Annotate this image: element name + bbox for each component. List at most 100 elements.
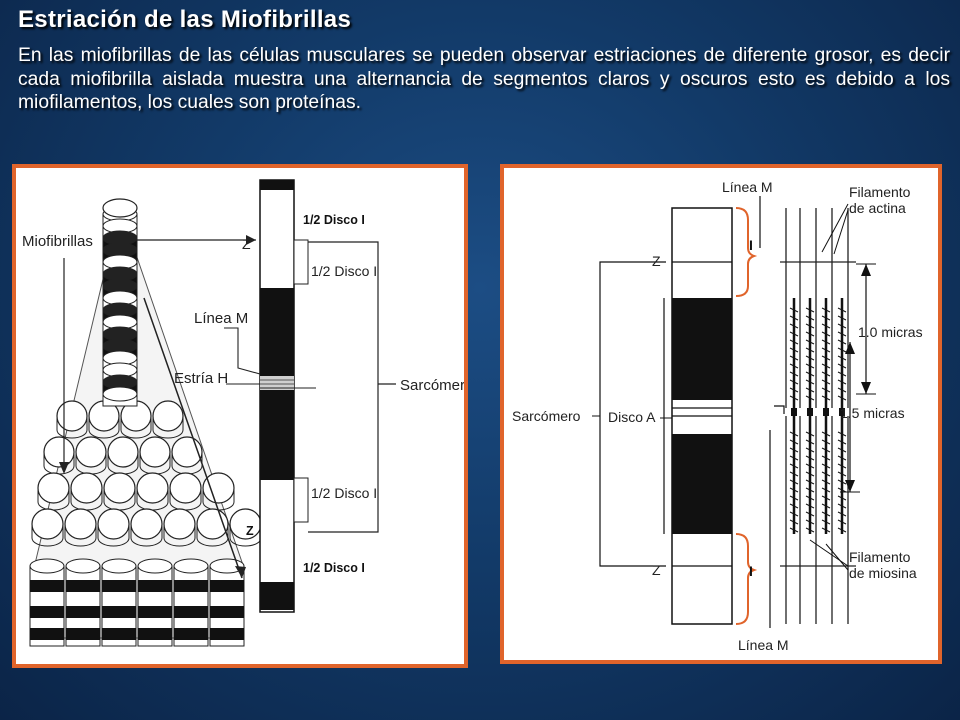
myosin-head bbox=[805, 471, 815, 477]
myosin-head bbox=[821, 495, 831, 501]
myosin-head bbox=[789, 431, 799, 437]
label-micras-1: 1.0 micras bbox=[858, 324, 923, 340]
miofibril-disc bbox=[130, 508, 163, 540]
actina-leader-1 bbox=[821, 203, 849, 253]
myosin-head bbox=[821, 447, 831, 453]
miofibrillas-arrow-head bbox=[246, 235, 256, 245]
label-z-bottom: Z bbox=[652, 562, 661, 578]
base-dark-band bbox=[174, 606, 208, 618]
myosin-head bbox=[837, 395, 847, 401]
label-miofibrillas: Miofibrillas bbox=[22, 233, 93, 250]
left-leader-lines bbox=[59, 235, 396, 533]
miofibril-disc bbox=[107, 436, 139, 468]
myosin-head bbox=[789, 503, 799, 509]
myosin-head bbox=[789, 331, 799, 337]
left-diagram-panel: Miofibrillas Z Línea M Estría H Sarcómer… bbox=[12, 164, 468, 668]
base-cylinder-top bbox=[29, 558, 65, 574]
myosin-head bbox=[837, 487, 847, 493]
myosin-head bbox=[837, 323, 847, 329]
strip-band-bottom bbox=[260, 582, 294, 610]
myosin-head bbox=[821, 315, 831, 321]
base-dark-band bbox=[174, 628, 208, 640]
myosin-head bbox=[837, 503, 847, 509]
myosin-head bbox=[805, 387, 815, 393]
right-diagram-panel: Línea M Línea M Filamento de actina Fila… bbox=[500, 164, 942, 664]
myosin-node bbox=[791, 408, 797, 416]
myosin-head bbox=[821, 371, 831, 377]
dim-1-head-top bbox=[861, 264, 871, 276]
myosin-head bbox=[789, 395, 799, 401]
miofibril-stack bbox=[29, 198, 262, 647]
strip-a-band-upper bbox=[260, 288, 294, 378]
myosin-head bbox=[837, 439, 847, 445]
myosin-head bbox=[837, 331, 847, 337]
miofibril-disc bbox=[43, 436, 75, 468]
linea-m-leader bbox=[224, 327, 261, 375]
label-disco-a: Disco A bbox=[608, 409, 656, 425]
base-dark-band bbox=[210, 628, 244, 640]
myosin-head bbox=[821, 339, 831, 345]
sarcomere-diagram: Línea M Línea M Filamento de actina Fila… bbox=[512, 179, 923, 653]
myosin-head bbox=[805, 463, 815, 469]
diagonal-arrow bbox=[143, 297, 243, 579]
myosin-head bbox=[821, 479, 831, 485]
slide-body-text: En las miofibrillas de las células muscu… bbox=[18, 45, 950, 113]
miofibril-disc bbox=[136, 472, 169, 504]
miofibril-disc bbox=[202, 472, 235, 504]
myosin-head bbox=[837, 495, 847, 501]
base-dark-band bbox=[138, 580, 172, 592]
myosin-head bbox=[789, 447, 799, 453]
myosin-head bbox=[789, 339, 799, 345]
sarcomere-strip bbox=[259, 179, 309, 613]
myosin-head bbox=[789, 371, 799, 377]
myosin-head bbox=[805, 339, 815, 345]
myosin-head bbox=[837, 519, 847, 525]
myosin-head bbox=[837, 479, 847, 485]
myosin-head bbox=[821, 331, 831, 337]
base-dark-band bbox=[30, 606, 64, 618]
myosin-node bbox=[823, 408, 829, 416]
myosin-head bbox=[789, 455, 799, 461]
myosin-head bbox=[821, 355, 831, 361]
myosin-head bbox=[821, 487, 831, 493]
myosin-head bbox=[821, 323, 831, 329]
myosin-head bbox=[837, 347, 847, 353]
myosin-head bbox=[837, 447, 847, 453]
myosin-head bbox=[821, 307, 831, 313]
miofibril-disc-side bbox=[120, 416, 152, 439]
label-i-top: I bbox=[749, 237, 753, 253]
miofibril-disc bbox=[75, 436, 107, 468]
miofibril-disc bbox=[70, 472, 103, 504]
a-band-lower bbox=[672, 434, 732, 534]
myosin-head bbox=[821, 463, 831, 469]
myosin-head bbox=[837, 339, 847, 345]
label-filamento-miosina-1: Filamento bbox=[849, 549, 911, 565]
miofibril-disc-side bbox=[97, 524, 130, 547]
label-linea-m-bottom: Línea M bbox=[738, 637, 789, 653]
miofibril-disc bbox=[139, 436, 171, 468]
myosin-head bbox=[805, 307, 815, 313]
myosin-head bbox=[821, 519, 831, 525]
base-dark-band bbox=[210, 580, 244, 592]
myosin-node bbox=[807, 408, 813, 416]
myosin-head bbox=[805, 455, 815, 461]
myosin-head bbox=[821, 455, 831, 461]
miofibril-disc bbox=[169, 472, 202, 504]
myosin-head bbox=[837, 315, 847, 321]
myosin-head bbox=[789, 527, 799, 533]
miosina-leader-2 bbox=[825, 543, 849, 571]
base-dark-band bbox=[102, 606, 136, 618]
label-disco-inner-bottom: 1/2 Disco I bbox=[311, 485, 377, 501]
miofibril-disc bbox=[97, 508, 130, 540]
myosin-head bbox=[837, 511, 847, 517]
base-cylinder-top bbox=[101, 558, 137, 574]
myosin-head bbox=[837, 455, 847, 461]
base-cylinder-top bbox=[209, 558, 245, 574]
base-dark-band bbox=[174, 580, 208, 592]
myosin-head bbox=[837, 463, 847, 469]
myosin-head bbox=[789, 347, 799, 353]
base-cylinder-top bbox=[137, 558, 173, 574]
myosin-head bbox=[837, 431, 847, 437]
base-dark-band bbox=[138, 628, 172, 640]
miofibril-disc bbox=[103, 472, 136, 504]
